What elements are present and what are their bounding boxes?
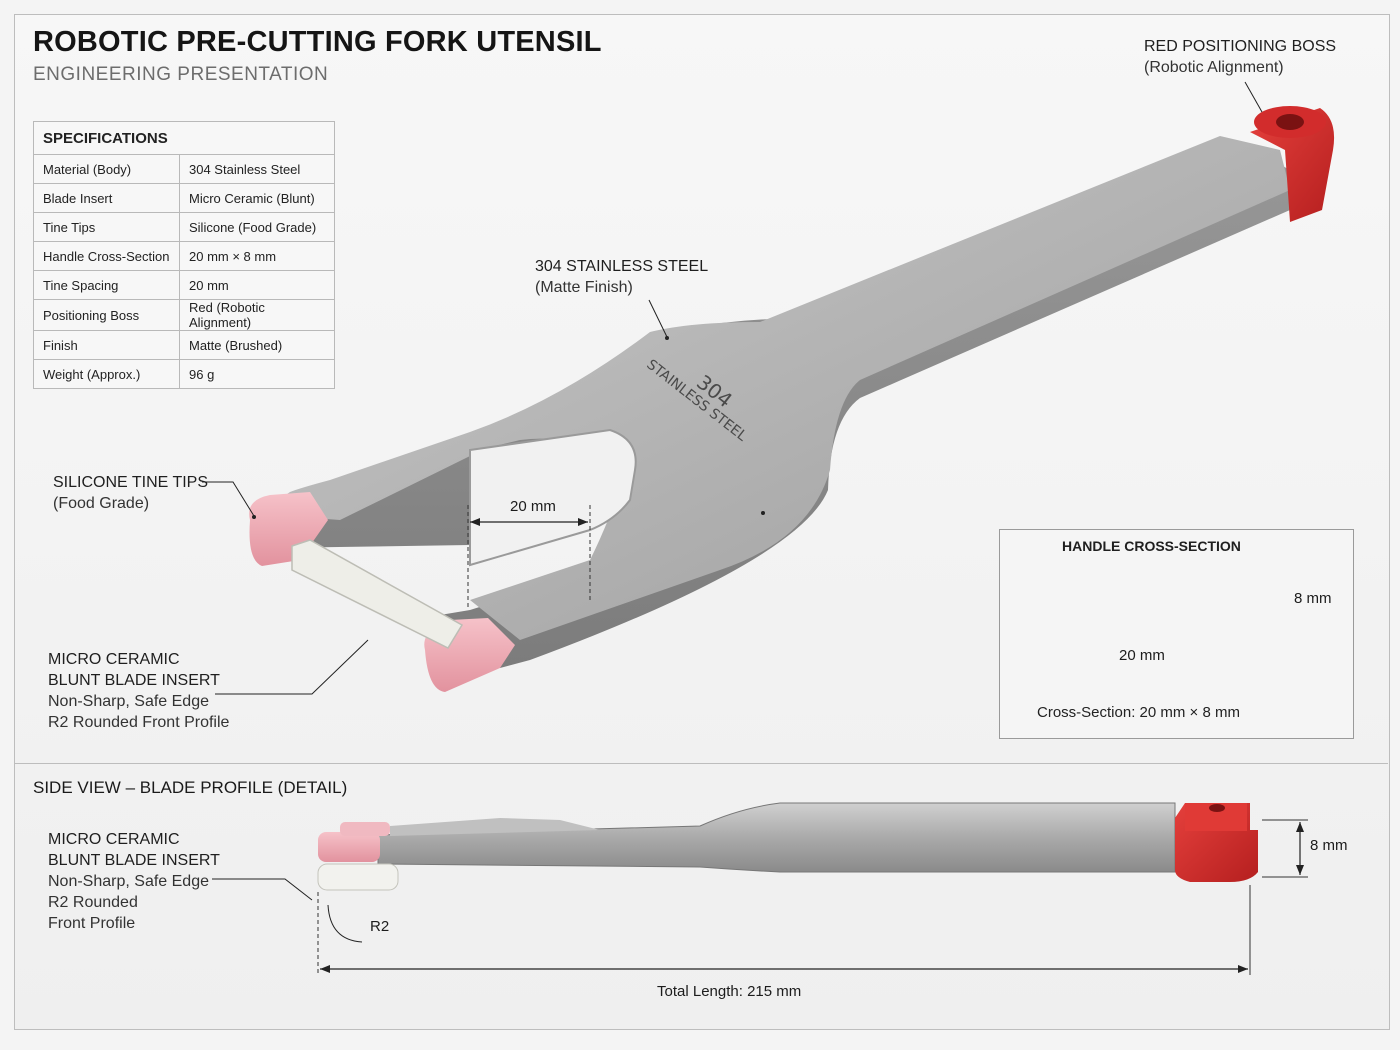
cross-section-width-label: 20 mm: [1119, 647, 1165, 664]
tips-callout-title: SILICONE TINE TIPS: [53, 474, 209, 491]
boss-callout: RED POSITIONING BOSS (Robotic Alignment): [1144, 36, 1336, 78]
blade-callout: MICRO CERAMIC BLUNT BLADE INSERT Non-Sha…: [48, 649, 229, 733]
spec-key: Material (Body): [33, 154, 180, 184]
cross-section-panel: HANDLE CROSS-SECTION Cross-Section: 20 m…: [999, 529, 1354, 739]
spec-key: Positioning Boss: [33, 299, 180, 331]
page-title: ROBOTIC PRE-CUTTING FORK UTENSIL: [33, 26, 602, 58]
spec-value: Micro Ceramic (Blunt): [179, 183, 335, 213]
cross-section-title: HANDLE CROSS-SECTION: [1062, 538, 1241, 554]
spec-value: Red (Robotic Alignment): [179, 299, 335, 331]
blade-callout-line2: BLUNT BLADE INSERT: [48, 672, 220, 689]
side-silicone-tip: [318, 832, 380, 862]
side-blade-line4: R2 Rounded: [48, 894, 138, 911]
tips-callout: SILICONE TINE TIPS (Food Grade): [53, 472, 208, 514]
spec-key: Tine Tips: [33, 212, 180, 242]
side-blade-line3: Non-Sharp, Safe Edge: [48, 873, 209, 890]
fork-opening: [469, 428, 637, 567]
cross-section-height-label: 8 mm: [1294, 590, 1332, 607]
fork-body-top: [258, 136, 1290, 640]
ceramic-blade: [291, 539, 464, 649]
spec-value: Matte (Brushed): [179, 330, 335, 360]
tine-spacing-dimension: 20 mm: [510, 498, 556, 515]
side-blade-callout: MICRO CERAMIC BLUNT BLADE INSERT Non-Sha…: [48, 829, 220, 934]
spec-key: Handle Cross-Section: [33, 241, 180, 271]
cross-section-caption: Cross-Section: 20 mm × 8 mm: [1037, 704, 1240, 721]
spec-key: Tine Spacing: [33, 270, 180, 300]
side-blade-line2: BLUNT BLADE INSERT: [48, 852, 220, 869]
radius-label: R2: [370, 918, 390, 935]
side-view-title: SIDE VIEW – BLADE PROFILE (DETAIL): [33, 778, 348, 797]
positioning-boss-icon: [1250, 108, 1335, 222]
steel-callout-title: 304 STAINLESS STEEL: [535, 258, 709, 275]
table-row: Material (Body)304 Stainless Steel: [33, 154, 335, 184]
spec-value: 20 mm × 8 mm: [179, 241, 335, 271]
table-row: Weight (Approx.)96 g: [33, 359, 335, 389]
boss-callout-title: RED POSITIONING BOSS: [1144, 38, 1337, 55]
side-height-label: 8 mm: [1310, 837, 1348, 854]
spec-value: 96 g: [179, 359, 335, 389]
blade-callout-line1: MICRO CERAMIC: [48, 651, 180, 668]
tips-callout-sub: (Food Grade): [53, 495, 150, 512]
blade-callout-line3: Non-Sharp, Safe Edge: [48, 693, 209, 710]
side-view-body: [377, 802, 1176, 873]
spec-key: Weight (Approx.): [33, 359, 180, 389]
spec-key: Finish: [33, 330, 180, 360]
steel-callout: 304 STAINLESS STEEL (Matte Finish): [535, 256, 708, 298]
side-ceramic-blade: [317, 863, 399, 891]
specifications-table: SPECIFICATIONS Material (Body)304 Stainl…: [33, 121, 335, 389]
boss-callout-sub: (Robotic Alignment): [1144, 59, 1284, 76]
total-length-label: Total Length: 215 mm: [657, 983, 802, 1000]
side-blade-line5: Front Profile: [48, 915, 136, 932]
side-blade-line1: MICRO CERAMIC: [48, 831, 180, 848]
spec-value: 304 Stainless Steel: [179, 154, 335, 184]
spec-value: 20 mm: [179, 270, 335, 300]
spec-value: Silicone (Food Grade): [179, 212, 335, 242]
section-divider: [14, 763, 1388, 764]
page-subtitle: ENGINEERING PRESENTATION: [33, 64, 329, 85]
steel-callout-sub: (Matte Finish): [535, 279, 633, 296]
blade-callout-line4: R2 Rounded Front Profile: [48, 714, 230, 731]
